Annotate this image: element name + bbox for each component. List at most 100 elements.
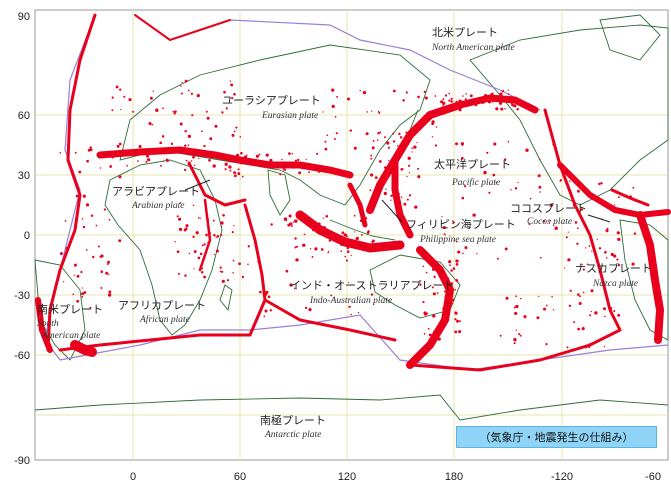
epicenter-dot [470,100,473,102]
epicenter-dot [586,263,589,266]
epicenter-dot [370,205,373,208]
plate-label-arabian-en: Arabian plate [131,201,185,211]
epicenter-dot [417,167,420,170]
epicenter-dot [322,217,325,219]
epicenter-dot [462,252,464,255]
epicenter-dot [458,320,461,323]
epicenter-dot [184,274,187,277]
plate-label-philippine-sea-en: Philippine sea plate [419,235,496,245]
epicenter-dot [336,95,339,98]
epicenter-dot [353,146,357,150]
epicenter-dot [317,222,321,226]
epicenter-dot [333,138,336,140]
epicenter-dot [392,187,396,191]
y-tick: 0 [24,230,30,242]
epicenter-dot [291,152,294,155]
epicenter-dot [95,224,98,227]
epicenter-dot [213,253,216,256]
epicenter-dot [120,108,122,111]
epicenter-dot [528,223,531,226]
epicenter-dot [400,168,403,171]
epicenter-dot [328,239,332,242]
epicenter-dot [324,147,328,151]
epicenter-dot [515,304,519,309]
epicenter-dot [172,110,175,113]
epicenter-dot [221,270,224,273]
epicenter-dot [488,191,491,194]
epicenter-dot [160,164,162,167]
epicenter-dot [384,136,386,139]
epicenter-dot [504,108,506,110]
epicenter-dot [295,258,299,262]
epicenter-dot [148,121,152,126]
epicenter-dot [233,171,237,175]
epicenter-dot [82,194,86,198]
epicenter-dot [208,159,211,162]
epicenter-dot [631,262,635,266]
epicenter-dot [584,345,588,349]
epicenter-dot [187,134,191,138]
epicenter-dot [331,104,335,109]
epicenter-dot [549,203,553,207]
epicenter-dot [369,189,372,192]
epicenter-dot [525,148,529,152]
epicenter-dot [346,250,350,253]
epicenter-dot [230,83,234,87]
epicenter-dot [514,187,518,190]
epicenter-dot [396,145,399,147]
y-tick: 90 [18,11,30,23]
x-tick: -120 [551,471,573,483]
epicenter-dot [203,144,206,148]
epicenter-dot [504,247,508,251]
epicenter-dot [193,250,197,254]
epicenter-dot [493,142,497,146]
epicenter-dot [87,148,91,152]
epicenter-dot [336,236,340,240]
epicenter-dot [402,99,405,102]
epicenter-dot [347,241,350,244]
epicenter-dot [442,104,444,107]
epicenter-dot [73,274,75,276]
epicenter-dot [224,162,228,166]
epicenter-dot [265,153,269,157]
epicenter-dot [309,248,312,250]
epicenter-dot [519,297,522,300]
epicenter-dot [145,160,148,163]
epicenter-dot [345,259,348,262]
epicenter-dot [574,221,578,224]
epicenter-dot [448,92,450,95]
epicenter-dot [596,238,599,240]
epicenter-dot [187,162,191,166]
epicenter-dot [529,197,532,200]
epicenter-dot [384,177,387,179]
epicenter-dot [455,259,459,263]
epicenter-dot [454,288,457,291]
epicenter-dot [240,162,243,165]
epicenter-dot [437,337,441,341]
epicenter-dot [168,147,171,150]
epicenter-dot [214,124,218,128]
epicenter-dot [202,152,204,154]
epicenter-dot [100,287,103,289]
epicenter-dot [432,292,436,296]
epicenter-dot [542,220,546,223]
x-tick: 60 [234,471,246,483]
epicenter-dot [226,156,228,158]
epicenter-dot [298,171,302,175]
epicenter-dot [614,268,617,271]
epicenter-dot [213,234,216,237]
epicenter-dot [265,290,269,294]
epicenter-dot [322,226,326,230]
epicenter-dot [464,246,468,250]
epicenter-dot [377,131,380,135]
epicenter-dot [267,295,271,299]
epicenter-dot [519,334,522,337]
epicenter-dot [137,160,139,162]
epicenter-dot [374,176,378,179]
epicenter-dot [237,168,240,171]
epicenter-dot [192,204,195,207]
epicenter-dot [344,255,346,258]
epicenter-dot [576,242,579,245]
